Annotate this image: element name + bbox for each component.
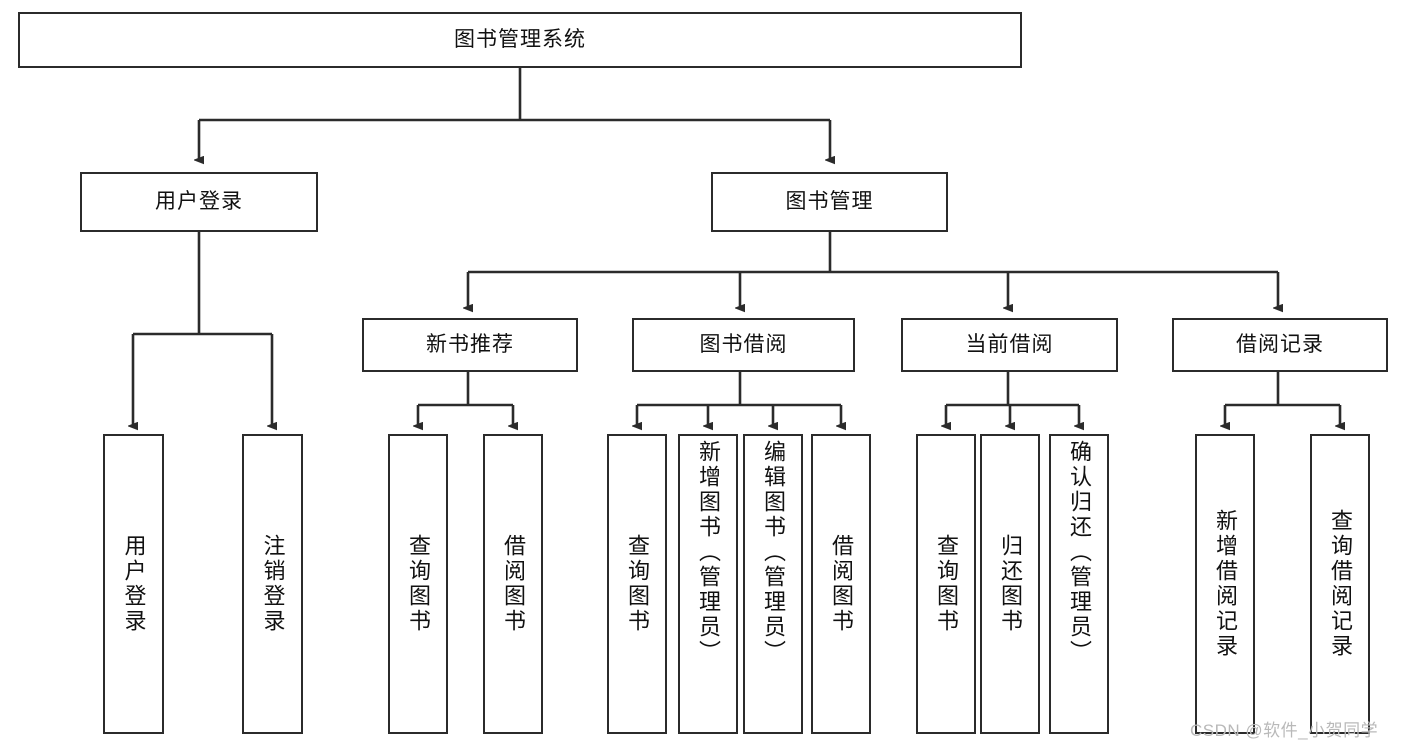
leaf-borrow-record-query-record[interactable]: 查询借阅记录 [1310, 434, 1370, 734]
node-label: 图书管理系统 [454, 27, 586, 51]
node-root-book-management-system[interactable]: 图书管理系统 [18, 12, 1022, 68]
node-label: 注销登录 [260, 534, 286, 634]
node-label: 借阅图书 [828, 534, 854, 634]
node-label: 借阅记录 [1236, 332, 1324, 356]
leaf-new-book-query-book[interactable]: 查询图书 [388, 434, 448, 734]
node-user-login[interactable]: 用户登录 [80, 172, 318, 232]
node-label: 确认归还（管理员） [1066, 440, 1092, 665]
node-label: 查询图书 [405, 534, 431, 634]
node-label: 查询图书 [624, 534, 650, 634]
node-label: 图书借阅 [699, 332, 788, 356]
leaf-user-login-login[interactable]: 用户登录 [103, 434, 164, 734]
node-label: 用户登录 [121, 534, 147, 634]
leaf-book-borrow-borrow-book[interactable]: 借阅图书 [811, 434, 871, 734]
node-label: 新书推荐 [426, 332, 514, 356]
node-label: 编辑图书（管理员） [760, 440, 786, 665]
node-label: 当前借阅 [965, 332, 1054, 356]
node-label: 图书管理 [785, 189, 874, 213]
leaf-book-borrow-query-book[interactable]: 查询图书 [607, 434, 667, 734]
node-current-borrow[interactable]: 当前借阅 [901, 318, 1118, 372]
node-label: 新增借阅记录 [1212, 509, 1238, 659]
leaf-book-borrow-edit-book-admin[interactable]: 编辑图书（管理员） [743, 434, 803, 734]
node-label: 新增图书（管理员） [695, 440, 721, 665]
leaf-current-borrow-return-book[interactable]: 归还图书 [980, 434, 1040, 734]
node-new-book-recommend[interactable]: 新书推荐 [362, 318, 578, 372]
node-label: 借阅图书 [500, 534, 526, 634]
csdn-watermark: CSDN @软件_小贺同学 [1190, 721, 1379, 740]
node-borrow-record[interactable]: 借阅记录 [1172, 318, 1388, 372]
leaf-book-borrow-add-book-admin[interactable]: 新增图书（管理员） [678, 434, 738, 734]
leaf-borrow-record-add-record[interactable]: 新增借阅记录 [1195, 434, 1255, 734]
node-label: 查询图书 [933, 534, 959, 634]
node-label: 归还图书 [997, 534, 1023, 634]
leaf-user-login-logout[interactable]: 注销登录 [242, 434, 303, 734]
leaf-new-book-borrow-book[interactable]: 借阅图书 [483, 434, 543, 734]
node-label: 用户登录 [155, 189, 243, 213]
leaf-current-borrow-confirm-return-admin[interactable]: 确认归还（管理员） [1049, 434, 1109, 734]
node-label: 查询借阅记录 [1327, 509, 1353, 659]
node-book-borrow[interactable]: 图书借阅 [632, 318, 855, 372]
leaf-current-borrow-query-book[interactable]: 查询图书 [916, 434, 976, 734]
node-book-management[interactable]: 图书管理 [711, 172, 948, 232]
